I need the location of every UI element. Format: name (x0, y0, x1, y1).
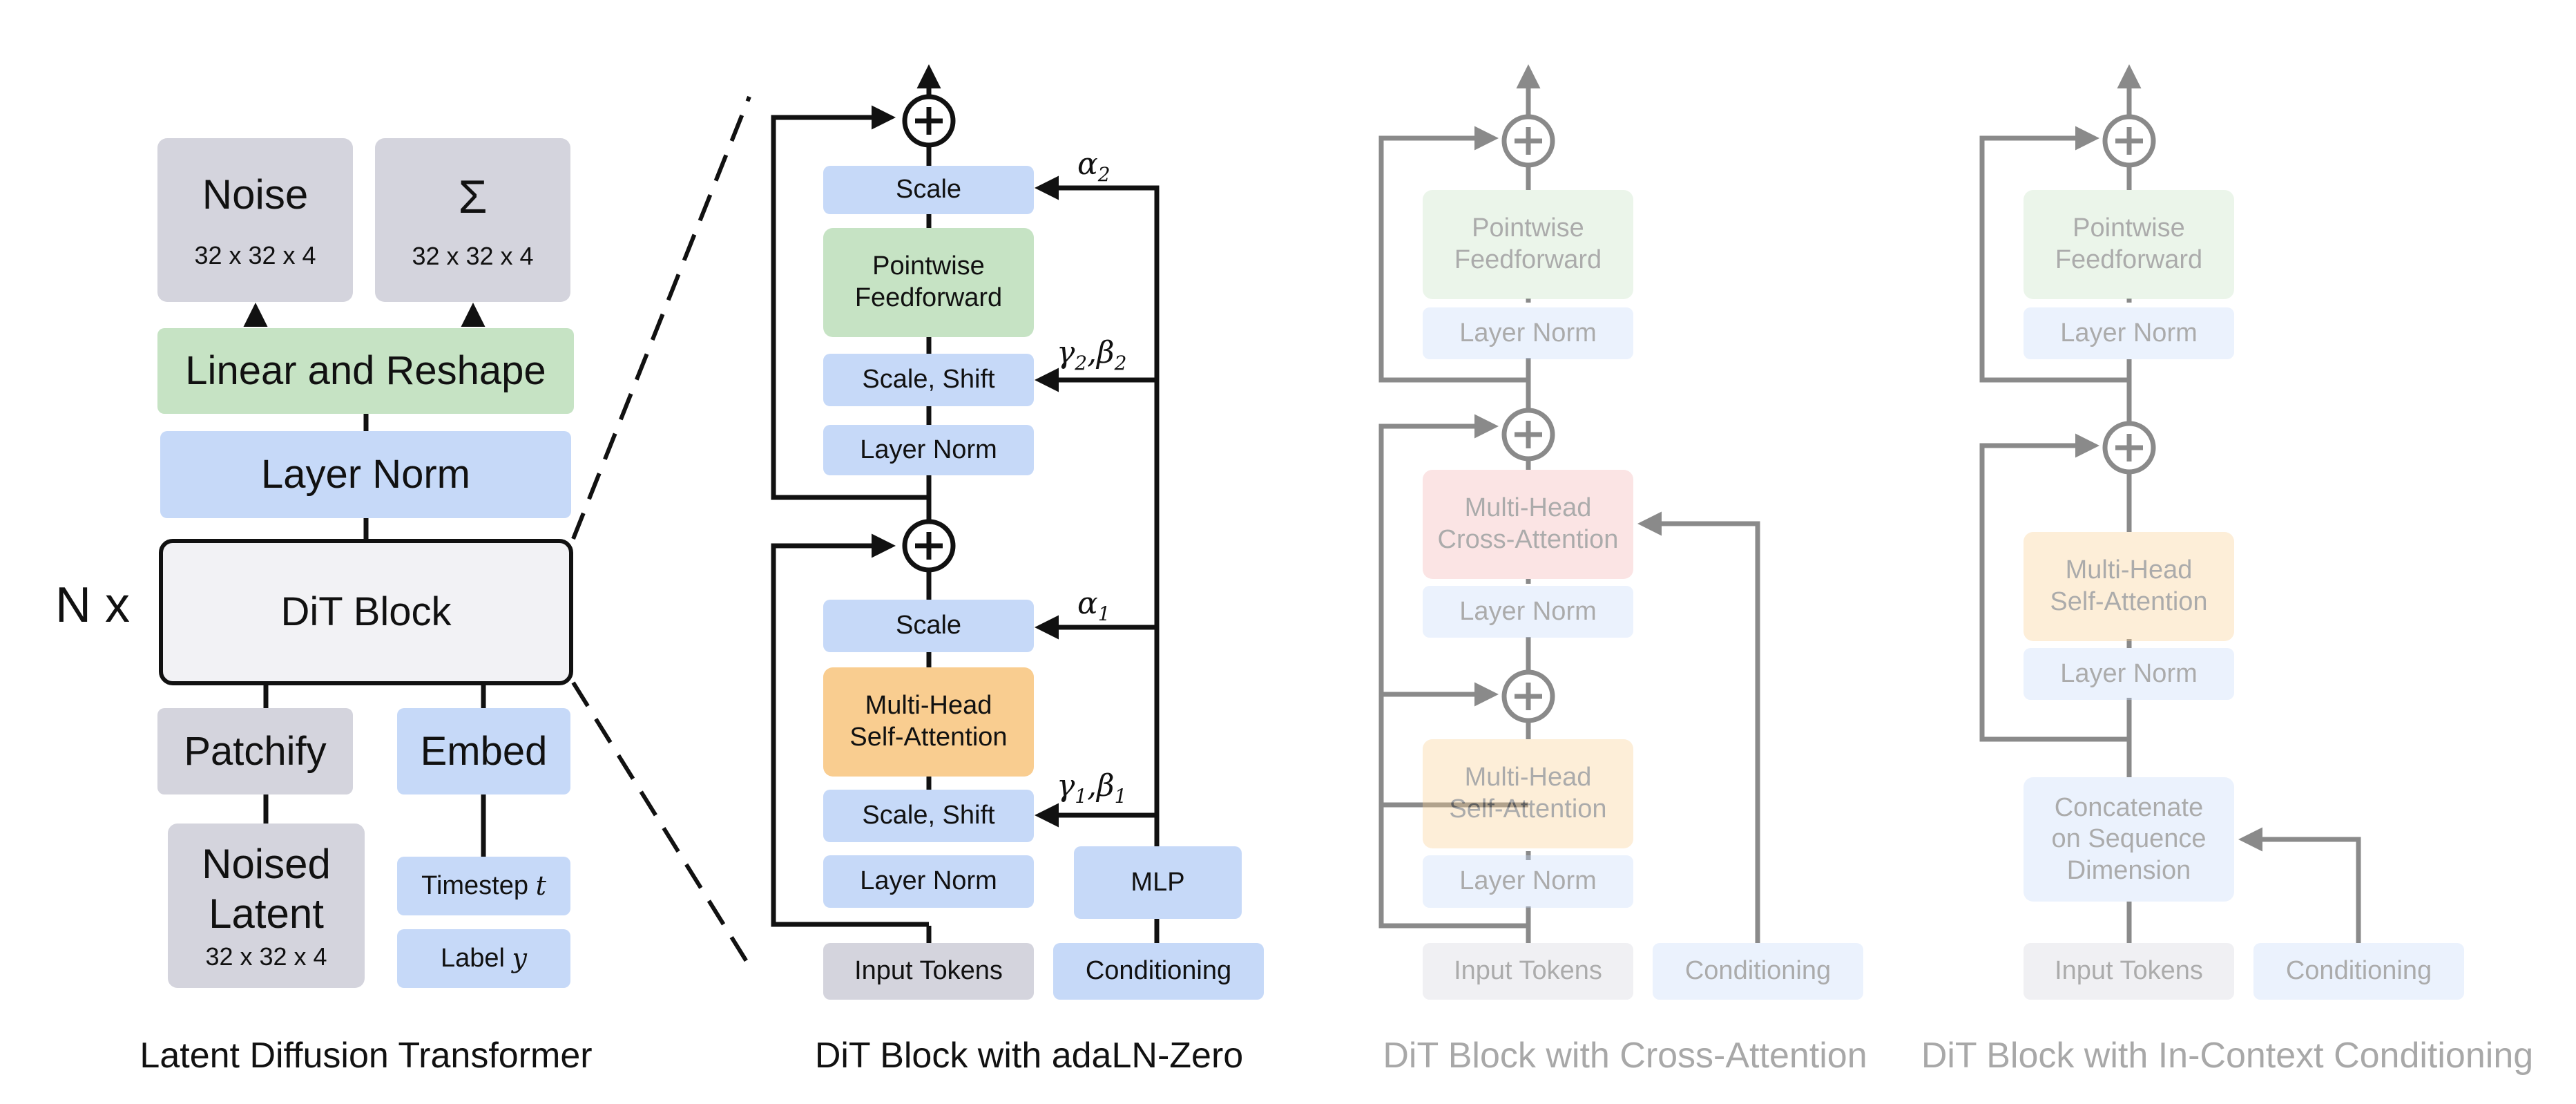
cross-sa-line1: Multi-Head (1464, 763, 1592, 792)
cross-input-tokens: Input Tokens (1423, 943, 1633, 1000)
adaln-input-tokens: Input Tokens (823, 943, 1034, 1000)
adaln-ff-line1: Pointwise (872, 251, 985, 281)
incontext-layer-norm-1: Layer Norm (2024, 307, 2234, 359)
alpha1-sub: 1 (1097, 602, 1111, 625)
caption-latent-diffusion: Latent Diffusion Transformer (140, 1036, 593, 1076)
gamma2-beta2-label: γ2,β2 (1057, 335, 1127, 374)
incontext-concat-line3: Dimension (2066, 855, 2191, 885)
alpha2-symbol: α (1077, 146, 1098, 182)
label-box: Label y (397, 929, 570, 988)
incontext-plus-nodes (2102, 114, 2156, 475)
cross-sa-line2: Self-Attention (1449, 794, 1607, 824)
noised-latent-dims: 32 x 32 x 4 (205, 942, 327, 971)
linear-reshape-box: Linear and Reshape (157, 328, 574, 414)
adaln-conditioning: Conditioning (1053, 943, 1264, 1000)
adaln-layer-norm-bottom: Layer Norm (823, 855, 1034, 908)
incontext-conditioning: Conditioning (2253, 943, 2464, 1000)
beta2-sub: 2 (1114, 351, 1127, 374)
adaln-ff-line2: Feedforward (854, 283, 1003, 312)
sigma-output-box: Σ 32 x 32 x 4 (375, 138, 570, 302)
incontext-layer-norm-2: Layer Norm (2024, 648, 2234, 700)
gamma1-sub: 1 (1075, 784, 1088, 808)
adaln-scale-shift-bottom: Scale, Shift (823, 790, 1034, 842)
left-wires (243, 303, 486, 857)
timestep-var: t (535, 870, 546, 901)
adaln-layer-norm-top: Layer Norm (823, 425, 1034, 475)
adaln-plus-signs (915, 107, 943, 560)
alpha1-symbol: α (1077, 586, 1098, 621)
incontext-concat-line2: on Sequence (2051, 824, 2207, 854)
gamma2-sub: 2 (1075, 351, 1088, 374)
sigma-dims: 32 x 32 x 4 (412, 241, 534, 270)
zoom-lines (571, 95, 751, 967)
sigma-title: Σ (458, 171, 488, 224)
cross-layer-norm-3: Layer Norm (1423, 855, 1633, 908)
gamma2-symbol: γ (1057, 335, 1075, 370)
incontext-ff-line1: Pointwise (2073, 213, 2185, 243)
noised-latent-box: Noised Latent 32 x 32 x 4 (168, 824, 365, 988)
incontext-wires (1979, 64, 2361, 943)
adaln-scale-top: Scale (823, 166, 1034, 214)
cross-conditioning: Conditioning (1653, 943, 1863, 1000)
gamma1-beta1-label: γ1,β1 (1057, 768, 1127, 808)
cross-ff-line1: Pointwise (1472, 213, 1584, 243)
cross-layer-norm-2: Layer Norm (1423, 586, 1633, 638)
layer-norm-box: Layer Norm (160, 431, 571, 518)
cross-layer-norm-1: Layer Norm (1423, 307, 1633, 359)
cross-ff-line2: Feedforward (1454, 245, 1602, 274)
timestep-box: Timestep t (397, 857, 570, 915)
adaln-mlp-box: MLP (1074, 846, 1242, 919)
noise-dims: 32 x 32 x 4 (194, 240, 316, 269)
alpha1-label: α1 (1077, 586, 1111, 625)
noise-output-box: Noise 32 x 32 x 4 (157, 138, 353, 302)
label-var: y (512, 942, 527, 973)
beta1-symbol: β (1097, 768, 1115, 803)
adaln-scale-shift-top: Scale, Shift (823, 354, 1034, 406)
label-text: Label (440, 943, 505, 973)
incontext-concat-line1: Concatenate (2054, 792, 2204, 822)
incontext-sa-line1: Multi-Head (2065, 555, 2193, 585)
noised-latent-line1: Noised (202, 841, 331, 888)
incontext-input-tokens: Input Tokens (2024, 943, 2234, 1000)
adaln-attn-line2: Self-Attention (849, 723, 1008, 752)
caption-cross-attention: DiT Block with Cross-Attention (1383, 1036, 1867, 1076)
incontext-plus-signs (2115, 127, 2143, 461)
caption-in-context: DiT Block with In-Context Conditioning (1921, 1036, 2534, 1076)
timestep-text: Timestep (421, 870, 528, 900)
dit-block-box: DiT Block (159, 539, 573, 685)
embed-box: Embed (397, 708, 570, 794)
alpha2-sub: 2 (1097, 162, 1111, 186)
cross-attn-line2: Cross-Attention (1437, 525, 1619, 554)
adaln-attn-line1: Multi-Head (865, 691, 992, 721)
cross-wires (1378, 64, 1760, 943)
caption-adaln-zero: DiT Block with adaLN-Zero (814, 1036, 1244, 1076)
beta1-sub: 1 (1114, 784, 1127, 808)
gamma1-symbol: γ (1057, 768, 1075, 803)
cross-attn-line1: Multi-Head (1464, 493, 1592, 523)
incontext-ff-line2: Feedforward (2055, 245, 2203, 274)
patchify-box: Patchify (157, 708, 353, 794)
n-x-label: N x (55, 578, 130, 633)
adaln-scale-bottom: Scale (823, 600, 1034, 652)
noise-title: Noise (202, 171, 309, 218)
alpha2-label: α2 (1077, 146, 1111, 186)
noised-latent-line2: Latent (209, 891, 324, 938)
cross-plus-signs (1515, 127, 1542, 710)
incontext-sa-line2: Self-Attention (2050, 587, 2208, 616)
beta2-symbol: β (1097, 335, 1115, 370)
